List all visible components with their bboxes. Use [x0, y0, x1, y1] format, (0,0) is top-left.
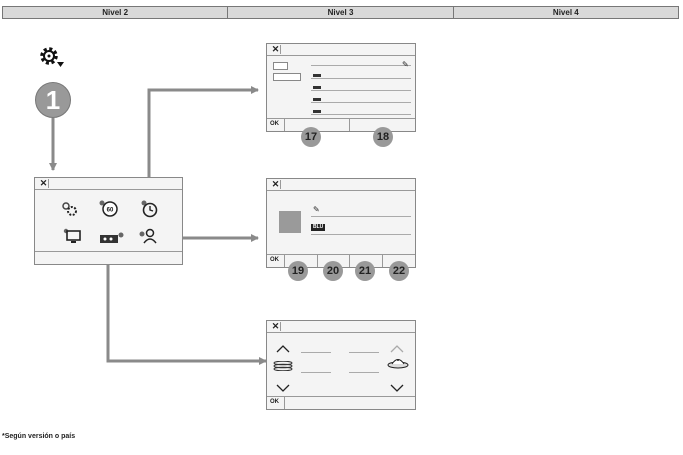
header-level-2: Nivel 2	[3, 7, 229, 18]
footnote: *Según versión o país	[2, 433, 76, 440]
close-icon[interactable]: ✕	[271, 321, 281, 331]
panel-19-22: ✕ ✎ BLU OK	[266, 178, 416, 268]
settings-icon[interactable]	[61, 201, 79, 222]
screen-icon[interactable]	[62, 227, 82, 250]
panel-17-18: ✕ ✎ OK	[266, 43, 416, 132]
list-item-marker	[313, 86, 321, 89]
mode-selector-2[interactable]	[273, 73, 301, 81]
header-level-3: Nivel 3	[228, 7, 454, 18]
arrow-clock-to-panel	[147, 86, 259, 196]
chevron-up-icon[interactable]	[276, 340, 290, 358]
pencil-icon[interactable]: ✎	[402, 60, 409, 69]
settings-gear-icon	[37, 44, 65, 70]
list-item-marker	[313, 98, 321, 101]
panel-distribution: ✕ OK	[266, 320, 416, 410]
arrow-radio-to-panel	[106, 243, 267, 365]
mode-selector-1[interactable]	[273, 62, 288, 70]
list-item-marker	[313, 110, 321, 113]
step-badge-18: 18	[373, 127, 393, 147]
user-profile-icon[interactable]	[138, 228, 158, 249]
bluetooth-tag: BLU	[311, 224, 326, 231]
ok-button[interactable]: OK	[270, 257, 279, 263]
pencil-icon[interactable]: ✎	[313, 205, 320, 214]
step-badge-19: 19	[288, 261, 308, 281]
ok-button[interactable]: OK	[270, 121, 279, 127]
close-icon[interactable]: ✕	[271, 44, 281, 54]
speed-60-icon[interactable]: 60	[98, 198, 120, 223]
list-item-marker	[313, 74, 321, 77]
level-header: Nivel 2 Nivel 3 Nivel 4	[2, 6, 679, 19]
step-badge-20: 20	[323, 261, 343, 281]
fan-distribution-icon[interactable]	[387, 355, 409, 374]
close-icon[interactable]: ✕	[271, 179, 281, 189]
chevron-down-icon[interactable]	[276, 379, 290, 397]
clock-icon[interactable]	[139, 198, 159, 223]
menu-panel: ✕ 60	[34, 177, 183, 265]
step-badge-22: 22	[389, 261, 409, 281]
profile-image[interactable]	[279, 211, 301, 233]
step-badge-1: 1	[35, 82, 71, 118]
ok-button[interactable]: OK	[270, 399, 279, 405]
chevron-down-icon[interactable]	[390, 379, 404, 397]
step-badge-17: 17	[301, 127, 321, 147]
header-level-4: Nivel 4	[453, 7, 678, 18]
chevron-up-icon[interactable]	[390, 340, 404, 358]
level-slider-icon[interactable]	[273, 358, 293, 376]
close-icon[interactable]: ✕	[39, 178, 49, 188]
step-badge-21: 21	[355, 261, 375, 281]
radio-icon[interactable]	[99, 231, 125, 250]
svg-text:60: 60	[107, 208, 114, 214]
